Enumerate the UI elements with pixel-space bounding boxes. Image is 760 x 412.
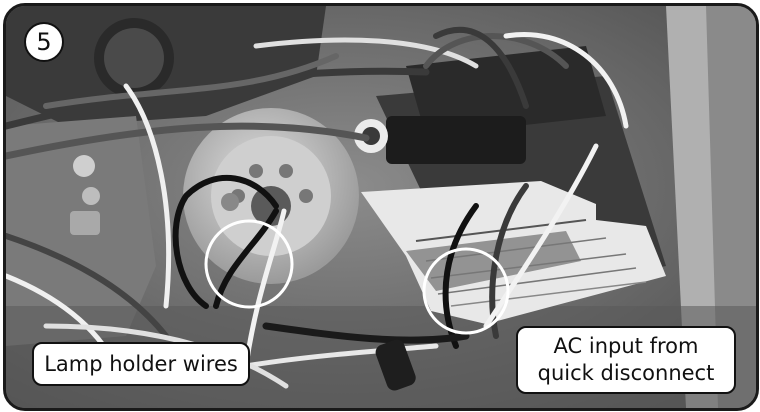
ac-input-callout: AC input from quick disconnect — [516, 326, 736, 394]
step-number-badge: 5 — [24, 22, 64, 62]
lamp-wire-highlight-circle — [204, 219, 294, 309]
wiring-photo — [6, 6, 756, 408]
photo-frame — [3, 3, 759, 411]
ac-input-callout-line2: quick disconnect — [537, 361, 715, 385]
ac-input-highlight-circle — [422, 247, 510, 335]
lamp-holder-wires-callout: Lamp holder wires — [32, 342, 250, 386]
ac-input-callout-line1: AC input from — [553, 334, 699, 358]
